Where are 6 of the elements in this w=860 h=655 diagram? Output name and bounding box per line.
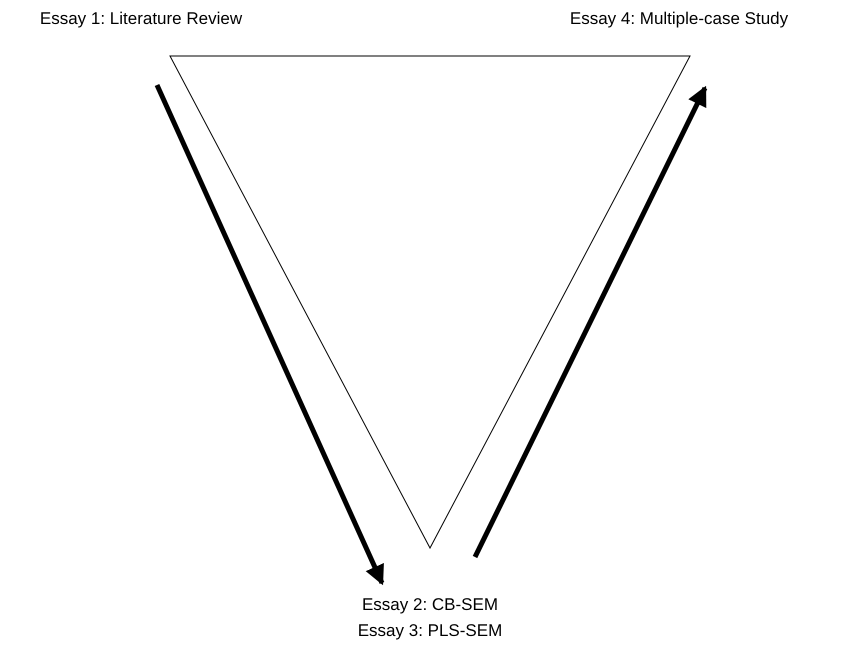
essay-label: Essay 4: Multiple-case Study bbox=[568, 8, 790, 30]
essay-label: Essay 1: Literature Review bbox=[38, 8, 244, 30]
arrow bbox=[472, 86, 708, 558]
essay-label: Essay 3: PLS-SEM bbox=[356, 620, 504, 642]
essay-label: Essay 2: CB-SEM bbox=[360, 594, 500, 616]
arrow bbox=[154, 84, 384, 586]
